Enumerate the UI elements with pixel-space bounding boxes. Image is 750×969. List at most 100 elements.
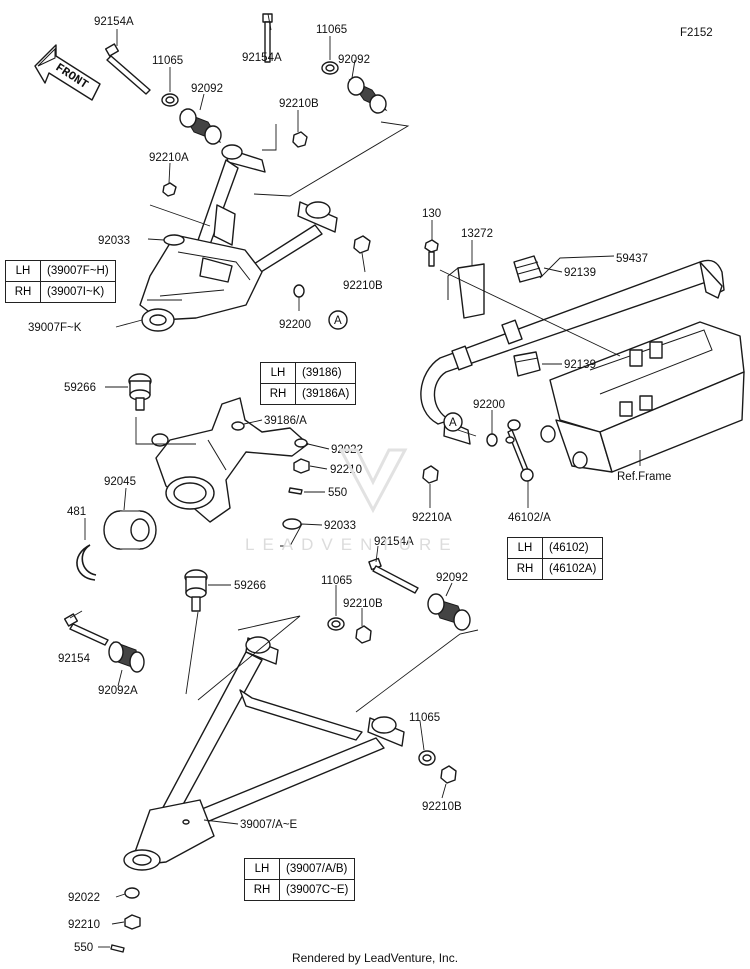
callout-92210A-b: 92210A: [412, 512, 452, 524]
callout-59266-a: 59266: [64, 382, 96, 394]
callout-11065-d: 11065: [409, 712, 440, 724]
cotter-pin-550-knuckle: [288, 487, 303, 495]
callout-92200-b: 92200: [473, 399, 505, 411]
clip-92033-upper: [163, 234, 185, 246]
table-row: RH(46102A): [507, 558, 604, 580]
callout-92210A-a: 92210A: [149, 152, 189, 164]
steering-knuckle: [151, 397, 309, 523]
part-cell: (39186A): [294, 383, 357, 405]
watermark-text: LEADVENTURE: [245, 535, 459, 554]
part-cell: (46102): [541, 537, 604, 559]
clamp-92139-lower: [513, 351, 541, 377]
clip-92033-knuckle: [282, 518, 302, 530]
side-cell: LH: [507, 537, 543, 559]
table-upper-arm: LH(39007F~H) RH(39007I~K): [5, 260, 116, 303]
nut-92210B-lower-front: [440, 765, 457, 784]
circlip-481: [76, 544, 97, 581]
footer-credit: Rendered by LeadVenture, Inc.: [291, 951, 459, 965]
side-cell: LH: [260, 362, 296, 384]
upper-a-arm: [139, 144, 338, 332]
side-cell: RH: [507, 558, 543, 580]
bushing-92092-upper-left: [179, 108, 222, 145]
callout-92033-b: 92033: [324, 520, 356, 532]
callout-59437: 59437: [616, 253, 648, 265]
callout-92210B-d: 92210B: [422, 801, 462, 813]
callout-92092A: 92092A: [98, 685, 138, 697]
callout-59266-b: 59266: [234, 580, 266, 592]
bushing-92092A-lower-left: [108, 641, 145, 673]
bearing-92045: [103, 510, 157, 550]
table-row: RH(39186A): [260, 383, 357, 405]
callout-11065-b: 11065: [316, 24, 347, 36]
bolt-92154-lower: [63, 613, 109, 646]
callout-39007FK: 39007F~K: [28, 322, 82, 334]
svg-text:A: A: [334, 315, 342, 327]
nut-92210B-upper-front: [353, 235, 371, 254]
table-row: RH(39007C~E): [244, 879, 356, 901]
callout-92022-b: 92022: [68, 892, 100, 904]
side-cell: RH: [5, 281, 41, 303]
figure-code: F2152: [680, 27, 713, 39]
cotter-pin-550-lower: [110, 944, 125, 953]
callout-130: 130: [422, 208, 441, 220]
bracket-13272: [447, 263, 485, 319]
watermark-logo-icon: [338, 448, 408, 514]
callout-550-a: 550: [328, 487, 347, 499]
table-lower-arm: LH(39007/A/B) RH(39007C~E): [244, 858, 356, 901]
part-cell: (46102A): [541, 558, 604, 580]
ball-joint-59266-upper: [128, 373, 152, 411]
table-knuckle: LH(39186) RH(39186A): [260, 362, 357, 405]
table-row: LH(39186): [260, 362, 357, 384]
part-cell: (39007/A/B): [278, 858, 356, 880]
lower-a-arm: [123, 636, 405, 871]
part-cell: (39007C~E): [278, 879, 356, 901]
nut-92210A-link: [422, 465, 439, 484]
callout-92092-b: 92092: [338, 54, 370, 66]
bushing-92092-lower-right: [427, 593, 471, 631]
table-row: RH(39007I~K): [5, 281, 116, 303]
front-arrow-icon: FRONT: [34, 44, 101, 101]
callout-92154A-c: 92154A: [374, 536, 414, 548]
stabilizer-link-46102: [505, 419, 534, 482]
table-row: LH(46102): [507, 537, 604, 559]
washer-92200-upper: [293, 284, 305, 298]
callout-92154: 92154: [58, 653, 91, 665]
nut-92210B-lower-rear: [355, 625, 372, 644]
washer-92022-lower: [124, 887, 140, 899]
nut-92210A-upper: [162, 182, 177, 197]
callout-92200-a: 92200: [279, 319, 311, 331]
callout-11065-c: 11065: [321, 575, 352, 587]
callout-11065-a: 11065: [152, 55, 183, 67]
callout-46102A: 46102/A: [508, 512, 551, 524]
callout-13272: 13272: [461, 228, 493, 240]
callout-92139-a: 92139: [564, 267, 596, 279]
bolt-92154A-upper-left: [104, 43, 151, 95]
bolt-92154A-upper-right: [262, 13, 273, 63]
callout-92210B-b: 92210B: [343, 280, 383, 292]
side-cell: RH: [244, 879, 280, 901]
side-cell: LH: [5, 260, 41, 282]
callout-92210B-a: 92210B: [279, 98, 319, 110]
ref-marker-a-link: A: [443, 412, 463, 432]
nut-92210-knuckle: [293, 458, 310, 474]
callout-39186A: 39186/A: [264, 415, 307, 427]
bushing-92092-upper-right: [347, 76, 388, 114]
callout-550-b: 550: [74, 942, 93, 954]
svg-text:A: A: [449, 417, 457, 429]
bolt-92154A-lower: [368, 557, 419, 594]
callout-92210-b: 92210: [68, 919, 100, 931]
callout-92154A-a: 92154A: [94, 16, 134, 28]
callout-481: 481: [67, 506, 86, 518]
callout-92210B-c: 92210B: [343, 598, 383, 610]
table-row: LH(39007/A/B): [244, 858, 356, 880]
part-cell: (39186): [294, 362, 357, 384]
side-cell: RH: [260, 383, 296, 405]
callout-39007AE: 39007/A~E: [240, 819, 298, 831]
part-cell: (39007I~K): [40, 281, 116, 303]
bolt-130: [424, 239, 439, 267]
part-cell: (39007F~H): [40, 260, 116, 282]
ball-joint-59266-lower: [184, 569, 208, 612]
side-cell: LH: [244, 858, 280, 880]
